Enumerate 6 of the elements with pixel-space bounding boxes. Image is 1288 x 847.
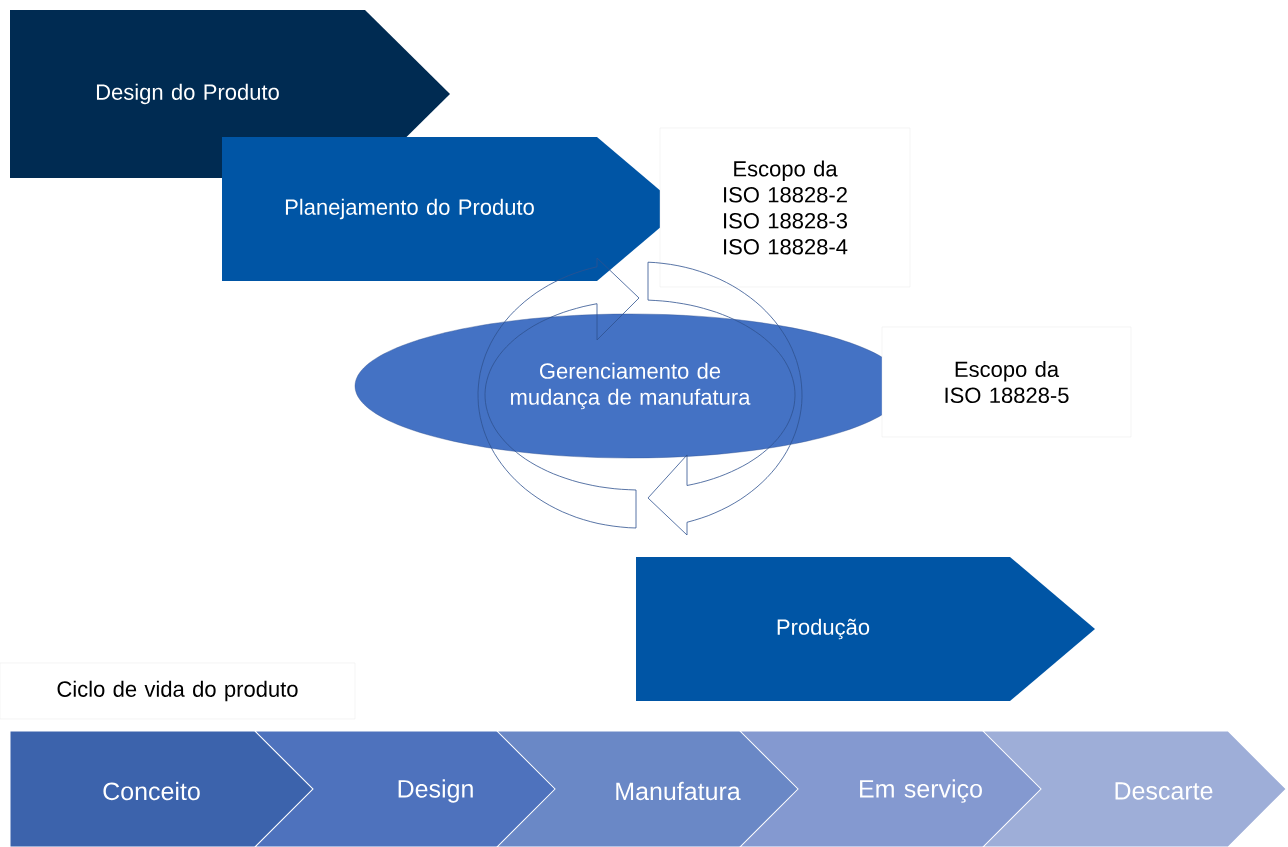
text-box: Escopo da ISO 18828-5 bbox=[881, 326, 1132, 438]
chevron-step: Descarte bbox=[982, 730, 1287, 847]
chevron-step: Manufatura bbox=[496, 730, 801, 847]
text-box: Ciclo de vida do produto bbox=[0, 662, 356, 720]
chevron-step: Design bbox=[254, 730, 559, 847]
text-box: Escopo da ISO 18828-2 ISO 18828-3 ISO 18828-4 bbox=[659, 127, 911, 288]
